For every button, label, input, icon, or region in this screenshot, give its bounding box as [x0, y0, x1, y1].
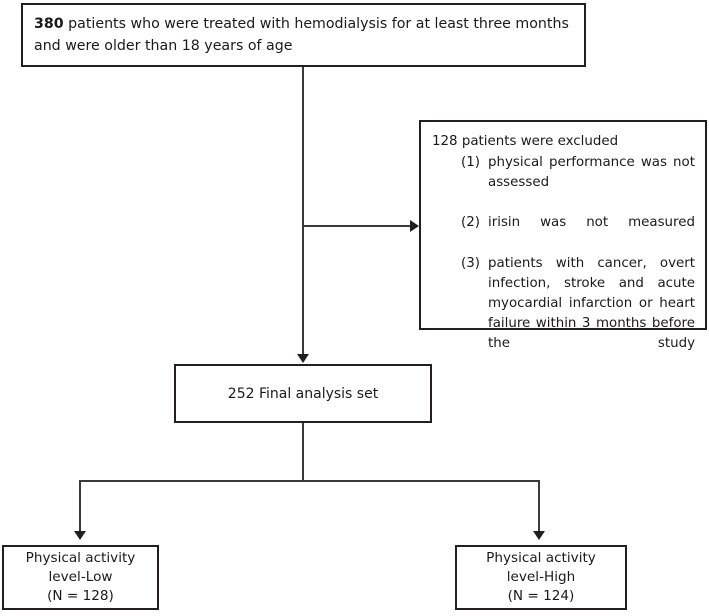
connector-enrollment-to-final	[302, 67, 304, 355]
connector-final-to-split	[302, 423, 304, 482]
group-high-count: (N = 124)	[507, 588, 575, 605]
final-analysis-label: 252 Final analysis set	[227, 385, 379, 402]
exclusion-reason-marker: (3)	[461, 255, 480, 271]
group-low-line-2: level-Low	[48, 568, 113, 585]
arrowhead-into-group-low-box	[74, 531, 86, 540]
exclusion-reason-item: (2) irisin was not measured	[461, 213, 695, 253]
arrowhead-into-final-box	[297, 354, 309, 363]
node-exclusion-criteria: 128 patients were excluded (1) physical …	[419, 120, 707, 351]
exclusion-reason-marker: (2)	[461, 215, 480, 231]
connector-split-to-group-high	[538, 480, 540, 532]
exclusion-reason-text: patients with cancer, overt infection, s…	[488, 255, 695, 352]
exclusion-reason-item: (1) physical performance was not assesse…	[461, 153, 695, 213]
node-group-low-activity: Physical activity level-Low (N = 128)	[2, 545, 159, 610]
group-high-line-1: Physical activity	[486, 549, 596, 566]
node-final-analysis-set: 252 Final analysis set	[174, 364, 432, 423]
group-low-count: (N = 128)	[47, 588, 114, 605]
connector-split-bar	[79, 480, 540, 482]
enrollment-count: 380	[34, 16, 64, 32]
exclusion-reason-list: (1) physical performance was not assesse…	[432, 153, 695, 374]
arrowhead-into-group-high-box	[533, 531, 545, 540]
connector-spine-to-exclusion	[303, 225, 410, 227]
exclusion-reason-text: physical performance was not assessed	[488, 155, 695, 191]
node-enrollment: 380 patients who were treated with hemod…	[21, 3, 586, 67]
enrollment-description: patients who were treated with hemodialy…	[34, 16, 569, 54]
node-group-high-activity: Physical activity level-High (N = 124)	[455, 545, 627, 610]
exclusion-reason-text: irisin was not measured	[488, 215, 695, 231]
arrowhead-into-exclusion-box	[410, 220, 419, 232]
group-high-line-2: level-High	[506, 568, 576, 585]
group-low-line-1: Physical activity	[25, 549, 136, 566]
connector-split-to-group-low	[79, 480, 81, 532]
exclusion-reason-item: (3) patients with cancer, overt infectio…	[461, 254, 695, 375]
exclusion-heading: 128 patients were excluded	[432, 134, 619, 149]
exclusion-reason-marker: (1)	[461, 155, 480, 171]
